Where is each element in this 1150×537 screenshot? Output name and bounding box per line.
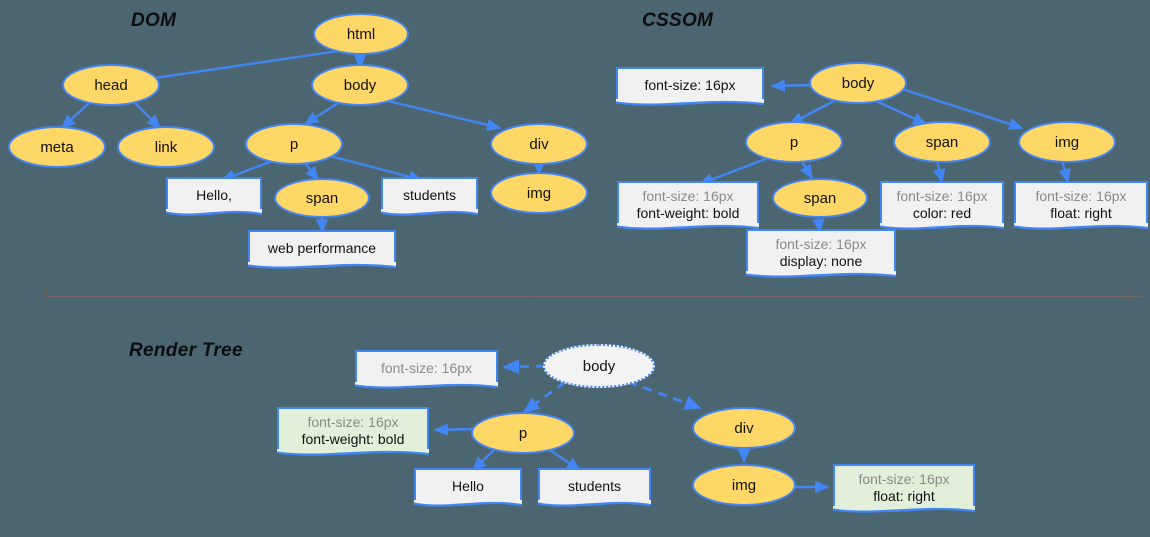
cssom-style-p[interactable]: font-size: 16px font-weight: bold — [616, 181, 760, 233]
cssom-node-body[interactable]: body — [809, 62, 907, 104]
dom-node-img-label: img — [526, 184, 552, 202]
dom-text-students[interactable]: students — [380, 177, 479, 219]
dom-text-hello-line1: Hello, — [196, 187, 232, 204]
cssom-style-img-line1: font-size: 16px — [1035, 187, 1127, 204]
dom-node-span[interactable]: span — [274, 178, 370, 218]
cssom-node-span-nested[interactable]: span — [772, 178, 868, 218]
render-text-hello[interactable]: Hello — [413, 468, 523, 510]
dom-node-head[interactable]: head — [62, 64, 160, 106]
render-style-p-line2: font-weight: bold — [301, 431, 405, 447]
render-node-img[interactable]: img — [692, 464, 796, 506]
divider-tick-right — [1128, 288, 1129, 301]
section-title-cssom: CSSOM — [642, 10, 714, 31]
dom-text-web-performance[interactable]: web performance — [247, 230, 397, 272]
section-title-dom: DOM — [131, 10, 177, 31]
cssom-node-p[interactable]: p — [745, 121, 843, 163]
cssom-style-span-nested-line1: font-size: 16px — [775, 235, 867, 252]
cssom-style-span-nested-line2: display: none — [779, 253, 863, 269]
render-text-students[interactable]: students — [537, 468, 652, 510]
dom-node-body[interactable]: body — [311, 64, 409, 106]
dom-node-html[interactable]: html — [313, 13, 409, 55]
render-style-img-line1: font-size: 16px — [858, 470, 950, 487]
render-style-body-line1: font-size: 16px — [380, 360, 473, 377]
cssom-node-body-label: body — [841, 74, 875, 92]
render-style-p[interactable]: font-size: 16px font-weight: bold — [276, 407, 430, 459]
dom-node-html-label: html — [346, 25, 376, 43]
dom-node-div-label: div — [529, 135, 549, 153]
dom-node-p-label: p — [289, 135, 299, 153]
cssom-style-span-nested[interactable]: font-size: 16px display: none — [745, 229, 897, 281]
cssom-style-span[interactable]: font-size: 16px color: red — [879, 181, 1005, 233]
dom-text-hello[interactable]: Hello, — [165, 177, 263, 219]
divider-tick-mid — [533, 290, 534, 303]
dom-node-head-label: head — [94, 76, 128, 94]
cssom-node-span[interactable]: span — [893, 121, 991, 163]
cssom-style-body[interactable]: font-size: 16px — [615, 67, 765, 109]
cssom-node-span-nested-label: span — [803, 189, 837, 207]
render-style-img-line2: float: right — [873, 488, 935, 504]
render-node-body-label: body — [582, 357, 616, 375]
cssom-style-body-line1: font-size: 16px — [644, 77, 736, 94]
render-node-div-label: div — [734, 419, 754, 437]
render-text-hello-line1: Hello — [452, 478, 484, 495]
cssom-style-img-line2: float: right — [1050, 205, 1112, 221]
cssom-node-p-label: p — [789, 133, 799, 151]
dom-text-web-performance-line1: web performance — [267, 240, 377, 257]
render-style-body[interactable]: font-size: 16px — [354, 350, 499, 392]
render-node-p-label: p — [518, 424, 528, 442]
dom-node-link-label: link — [154, 138, 178, 156]
cssom-style-p-line2: font-weight: bold — [636, 205, 740, 221]
section-divider — [46, 296, 1142, 297]
dom-node-link[interactable]: link — [117, 126, 215, 168]
cssom-node-img-label: img — [1054, 133, 1080, 151]
dom-node-img[interactable]: img — [490, 172, 588, 214]
cssom-style-img[interactable]: font-size: 16px float: right — [1013, 181, 1149, 233]
dom-node-div[interactable]: div — [490, 123, 588, 165]
cssom-style-span-line1: font-size: 16px — [896, 187, 988, 204]
section-title-render-tree: Render Tree — [129, 340, 243, 361]
cssom-node-img[interactable]: img — [1018, 121, 1116, 163]
cssom-style-p-line1: font-size: 16px — [642, 187, 734, 204]
dom-node-p[interactable]: p — [245, 123, 343, 165]
cssom-style-span-line2: color: red — [912, 205, 972, 221]
divider-tick-left — [46, 286, 47, 299]
render-style-img[interactable]: font-size: 16px float: right — [832, 464, 976, 516]
dom-node-span-label: span — [305, 189, 339, 207]
dom-node-body-label: body — [343, 76, 377, 94]
render-style-p-line1: font-size: 16px — [307, 413, 399, 430]
render-text-students-line1: students — [568, 478, 621, 495]
render-node-img-label: img — [731, 476, 757, 494]
dom-node-meta[interactable]: meta — [8, 126, 106, 168]
dom-node-meta-label: meta — [40, 138, 74, 156]
render-node-body[interactable]: body — [543, 344, 655, 388]
cssom-node-span-label: span — [925, 133, 959, 151]
render-node-div[interactable]: div — [692, 407, 796, 449]
render-node-p[interactable]: p — [471, 412, 575, 454]
dom-text-students-line1: students — [403, 187, 456, 204]
